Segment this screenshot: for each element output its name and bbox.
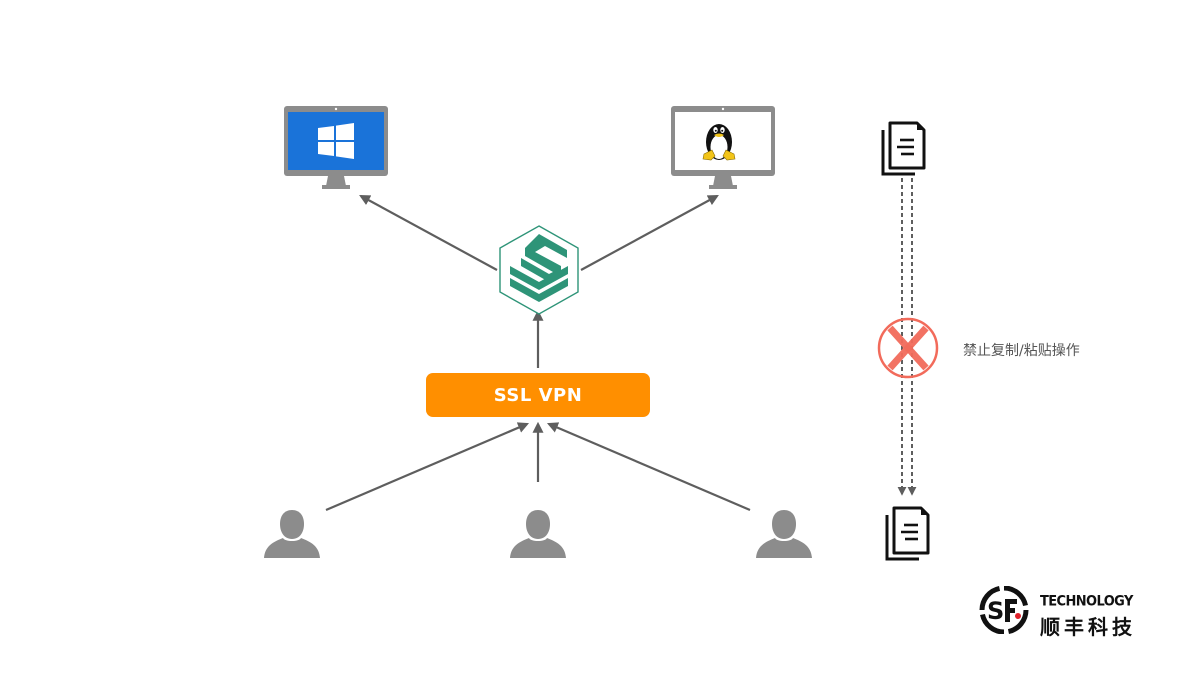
user-node-2 (509, 508, 567, 560)
target-document (883, 503, 931, 563)
windows-monitor-icon (284, 106, 388, 189)
document-icon (881, 121, 926, 176)
source-document (879, 118, 927, 178)
arrow-user3-to-vpn (546, 422, 751, 512)
ssl-vpn-label: SSL VPN (493, 384, 583, 406)
arrow-user1-to-vpn (325, 422, 530, 512)
forbidden-x-icon (877, 317, 939, 379)
ssl-vpn-node: SSL VPN (426, 373, 650, 417)
svg-text:S: S (987, 597, 1004, 625)
arrow-gateway-to-linux (580, 194, 719, 271)
linux-monitor-icon (671, 106, 775, 189)
brand-english-text: TECHNOLOGY (1040, 593, 1133, 610)
user-icon (264, 510, 320, 558)
sf-brand-logo: S (977, 586, 1031, 634)
hexagon-s-logo-icon (499, 225, 579, 315)
user-icon (756, 510, 812, 558)
sf-logo-icon: S (979, 586, 1029, 634)
tux-penguin-icon (702, 124, 736, 161)
brand-chinese-text: 顺丰科技 (1040, 615, 1136, 639)
document-icon (885, 506, 930, 561)
gateway-node (497, 224, 581, 316)
user-icon (510, 510, 566, 558)
arrow-gateway-to-windows (359, 194, 498, 271)
windows-desktop-node (284, 106, 388, 192)
user-node-1 (263, 508, 321, 560)
forbid-copy-paste-label: 禁止复制/粘贴操作 (963, 343, 1080, 359)
linux-desktop-node (671, 106, 775, 192)
forbid-copy-paste-marker (876, 316, 940, 380)
user-node-3 (755, 508, 813, 560)
